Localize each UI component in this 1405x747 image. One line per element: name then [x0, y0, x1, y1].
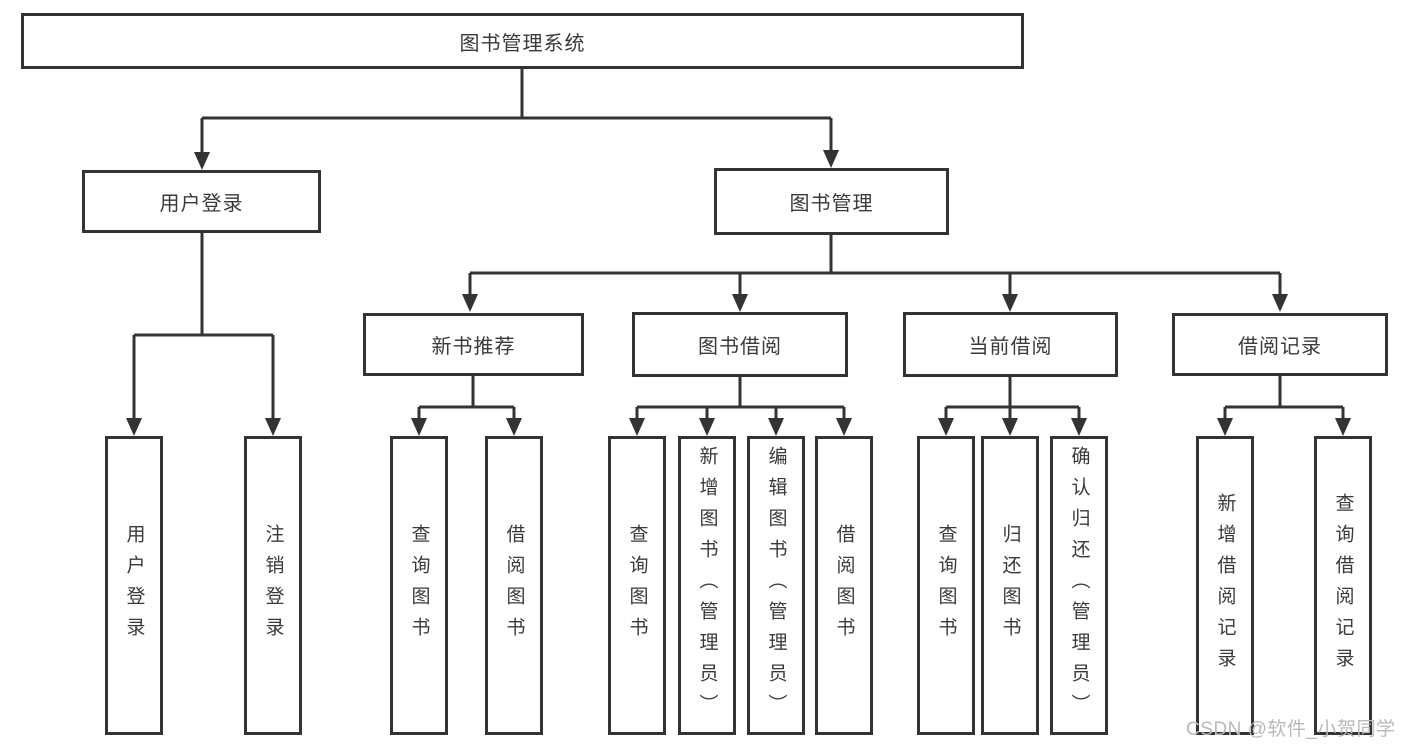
node-library-management-system: 图书管理系统	[21, 13, 1024, 69]
leaf-confirm-return-admin: 确认归还（管理员）	[1050, 436, 1108, 735]
leaf-label: 用户登录	[123, 523, 145, 648]
node-label: 图书管理系统	[459, 32, 586, 55]
leaf-label: 注销登录	[262, 523, 284, 648]
leaf-borrow-books-recommend: 借阅图书	[485, 436, 543, 735]
leaf-label: 新增借阅记录	[1214, 492, 1236, 679]
leaf-query-books-borrow: 查询图书	[608, 436, 666, 735]
leaf-label: 归还图书	[999, 523, 1021, 648]
leaf-query-books-recommend: 查询图书	[390, 436, 448, 735]
node-label: 新书推荐	[431, 336, 516, 358]
leaf-logout: 注销登录	[244, 436, 302, 735]
leaf-query-borrow-record: 查询借阅记录	[1314, 436, 1372, 735]
leaf-label: 新增图书（管理员）	[696, 446, 718, 725]
node-label: 当前借阅	[968, 336, 1053, 358]
node-new-book-recommend: 新书推荐	[363, 313, 584, 376]
leaf-user-login: 用户登录	[105, 436, 163, 735]
leaf-label: 查询借阅记录	[1332, 492, 1354, 679]
leaf-edit-books-admin: 编辑图书（管理员）	[747, 436, 805, 735]
node-borrow-records: 借阅记录	[1172, 313, 1388, 376]
watermark: CSDN @软件_小贺同学	[1186, 719, 1396, 740]
leaf-query-books-current: 查询图书	[917, 436, 975, 735]
leaf-label: 确认归还（管理员）	[1068, 446, 1090, 725]
leaf-add-books-admin: 新增图书（管理员）	[678, 436, 736, 735]
leaf-label: 编辑图书（管理员）	[765, 446, 787, 725]
leaf-add-borrow-record: 新增借阅记录	[1196, 436, 1254, 735]
node-label: 借阅记录	[1238, 336, 1322, 358]
node-book-management: 图书管理	[714, 168, 949, 235]
node-label: 图书管理	[789, 193, 874, 215]
leaf-label: 查询图书	[935, 523, 957, 648]
node-book-borrow: 图书借阅	[632, 312, 848, 377]
node-current-borrow: 当前借阅	[903, 312, 1118, 377]
leaf-label: 查询图书	[408, 523, 430, 648]
leaf-borrow-books: 借阅图书	[815, 436, 873, 735]
leaf-return-books: 归还图书	[981, 436, 1039, 735]
node-user-login: 用户登录	[82, 170, 321, 233]
leaf-label: 查询图书	[626, 523, 648, 648]
node-label: 用户登录	[159, 193, 244, 215]
arrowheads	[126, 150, 1351, 436]
leaf-label: 借阅图书	[833, 523, 855, 648]
node-label: 图书借阅	[698, 336, 782, 358]
leaf-label: 借阅图书	[503, 523, 525, 648]
